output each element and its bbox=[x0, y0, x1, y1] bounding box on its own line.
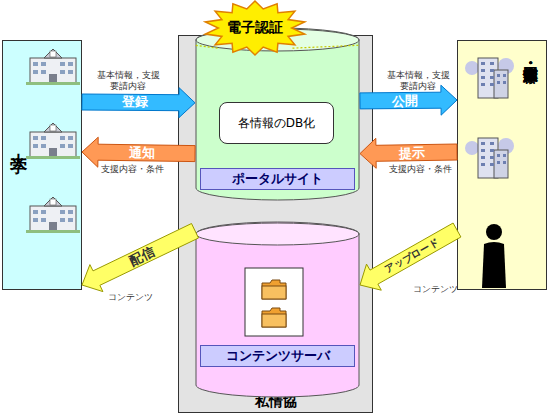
arrow-label: 通知 bbox=[129, 146, 155, 159]
node-label: 各情報のDB化 bbox=[220, 116, 333, 130]
annotation: コンテンツ bbox=[405, 284, 465, 295]
arrow-label: アップロード bbox=[383, 236, 440, 274]
arrow-label: 公開 bbox=[391, 94, 417, 107]
dotted-link bbox=[292, 45, 360, 48]
band-label: ポータルサイト bbox=[200, 168, 355, 190]
node-label: 大学 bbox=[9, 139, 29, 147]
block-arrow bbox=[360, 85, 457, 115]
starburst-badge: 電子認証 bbox=[203, 0, 307, 56]
annotation: 支援内容・条件 bbox=[96, 164, 168, 175]
university-box: 大学 bbox=[2, 40, 82, 290]
block-arrow bbox=[360, 223, 461, 290]
annotation: 基本情報，支援 要請内容 bbox=[92, 70, 164, 93]
annotation: 基本情報，支援 要請内容 bbox=[382, 70, 454, 93]
annotation: 支援内容・条件 bbox=[384, 164, 456, 175]
arrow-label: 配信 bbox=[128, 245, 157, 268]
node-label: 電子認証 bbox=[203, 19, 307, 36]
portal-cylinder: ポータルサイト 各情報のDB化 bbox=[195, 28, 360, 200]
server-cylinder: コンテンツサーバ bbox=[195, 222, 360, 397]
dotted-link bbox=[195, 45, 218, 48]
block-arrow bbox=[82, 88, 195, 118]
arrow-label: 登録 bbox=[121, 96, 147, 109]
block-arrow bbox=[82, 137, 195, 167]
partner-box: 企業・官庁・団体・個人 bbox=[457, 40, 547, 290]
cylinder-outline bbox=[195, 222, 360, 397]
arrow-label: 提示 bbox=[399, 146, 425, 159]
block-arrow bbox=[360, 138, 457, 168]
organization-panel: 私情協ポータルサイト各情報のDB化コンテンツサーバ bbox=[178, 35, 373, 413]
annotation: コンテンツ bbox=[100, 292, 160, 303]
band-label: コンテンツサーバ bbox=[200, 345, 355, 367]
block-arrow bbox=[82, 224, 199, 292]
database-box: 各情報のDB化 bbox=[219, 102, 334, 144]
